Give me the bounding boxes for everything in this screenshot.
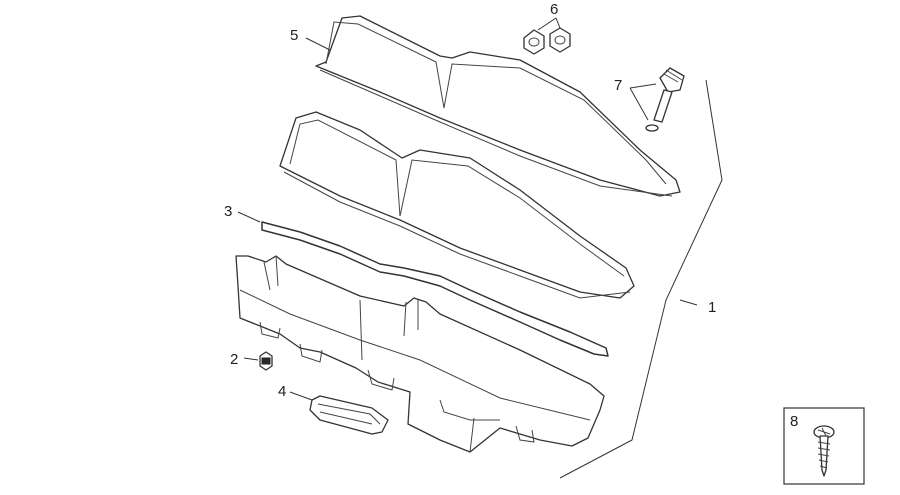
callout-6: 6 <box>550 1 558 18</box>
callout-5: 5 <box>290 27 298 44</box>
callout-4: 4 <box>278 383 286 400</box>
part-4-grommet <box>309 395 389 435</box>
leader-4 <box>289 391 313 401</box>
leader-5 <box>305 37 331 51</box>
leader-7a <box>629 83 657 89</box>
part-7-screw <box>645 67 685 132</box>
leader-2 <box>243 357 259 361</box>
leader-6a <box>537 17 557 31</box>
callout-1: 1 <box>708 299 716 316</box>
leader-3 <box>237 211 261 223</box>
leader-7b <box>629 87 649 121</box>
callout-8: 8 <box>790 413 798 430</box>
callout-3: 3 <box>224 203 232 220</box>
leader-6b <box>555 17 561 29</box>
part-6-nuts <box>523 27 571 55</box>
part-1-housing <box>235 255 605 453</box>
callout-7: 7 <box>614 77 622 94</box>
part-2-bulb <box>259 351 273 371</box>
callout-2: 2 <box>230 351 238 368</box>
assembly-bracket-line <box>559 79 723 479</box>
part-8-screw <box>813 425 835 477</box>
instrument-lower-cover <box>279 111 635 299</box>
part-3-gasket <box>261 221 609 357</box>
part-5-upper-cover <box>315 15 681 197</box>
leader-1 <box>679 299 698 306</box>
